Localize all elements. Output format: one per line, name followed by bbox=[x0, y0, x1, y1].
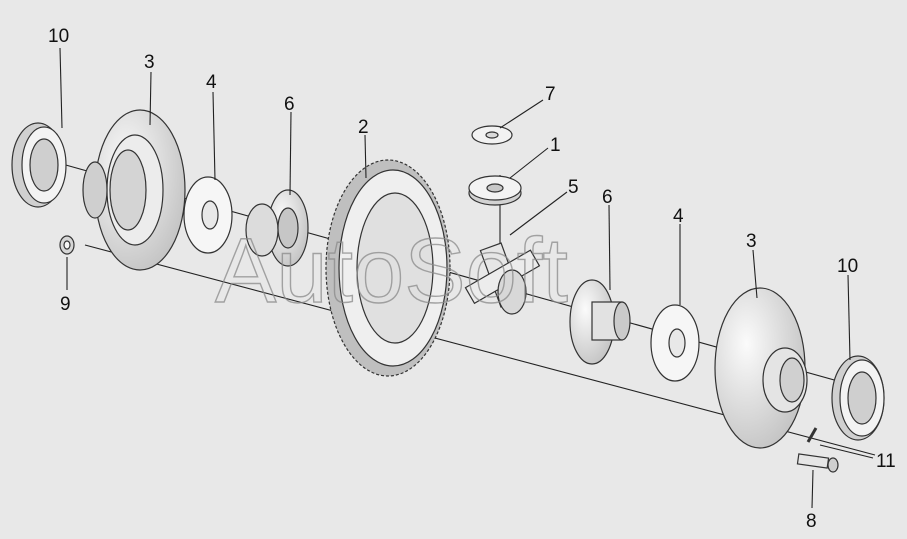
bolt bbox=[796, 453, 839, 473]
washer-right bbox=[650, 304, 700, 382]
side-gear-left bbox=[245, 189, 309, 267]
callout-2: 2 bbox=[358, 117, 369, 138]
nut bbox=[59, 235, 75, 255]
leader-lines bbox=[59, 47, 874, 509]
callout-9: 9 bbox=[60, 294, 71, 315]
watermark-text: AutoSoft bbox=[215, 220, 568, 322]
washer-left bbox=[183, 176, 233, 254]
callout-10-right: 10 bbox=[837, 256, 858, 277]
callout-8: 8 bbox=[806, 511, 817, 532]
callout-4-right: 4 bbox=[673, 206, 684, 227]
pinion-gear bbox=[468, 175, 522, 206]
callout-1: 1 bbox=[550, 135, 561, 156]
bearing-left bbox=[11, 122, 67, 208]
callout-10-left: 10 bbox=[48, 26, 69, 47]
callout-labels: 10 3 4 6 2 7 1 5 6 4 3 10 9 11 8 bbox=[48, 26, 896, 532]
callout-4-left: 4 bbox=[206, 72, 217, 93]
carrier-housing-left bbox=[82, 109, 186, 271]
spider-cross bbox=[464, 242, 541, 315]
callout-11: 11 bbox=[876, 451, 896, 472]
callout-5: 5 bbox=[568, 177, 579, 198]
callout-3-left: 3 bbox=[144, 52, 155, 73]
side-gear-right bbox=[569, 279, 631, 365]
callout-3-right: 3 bbox=[746, 231, 757, 252]
thrust-washer-small bbox=[471, 125, 513, 145]
carrier-housing-right bbox=[714, 287, 808, 449]
lock-pin bbox=[806, 427, 818, 443]
callout-7: 7 bbox=[545, 84, 556, 105]
callout-6-right: 6 bbox=[602, 187, 613, 208]
bearing-right bbox=[831, 355, 885, 441]
callout-6-left: 6 bbox=[284, 94, 295, 115]
ring-gear bbox=[325, 159, 451, 377]
